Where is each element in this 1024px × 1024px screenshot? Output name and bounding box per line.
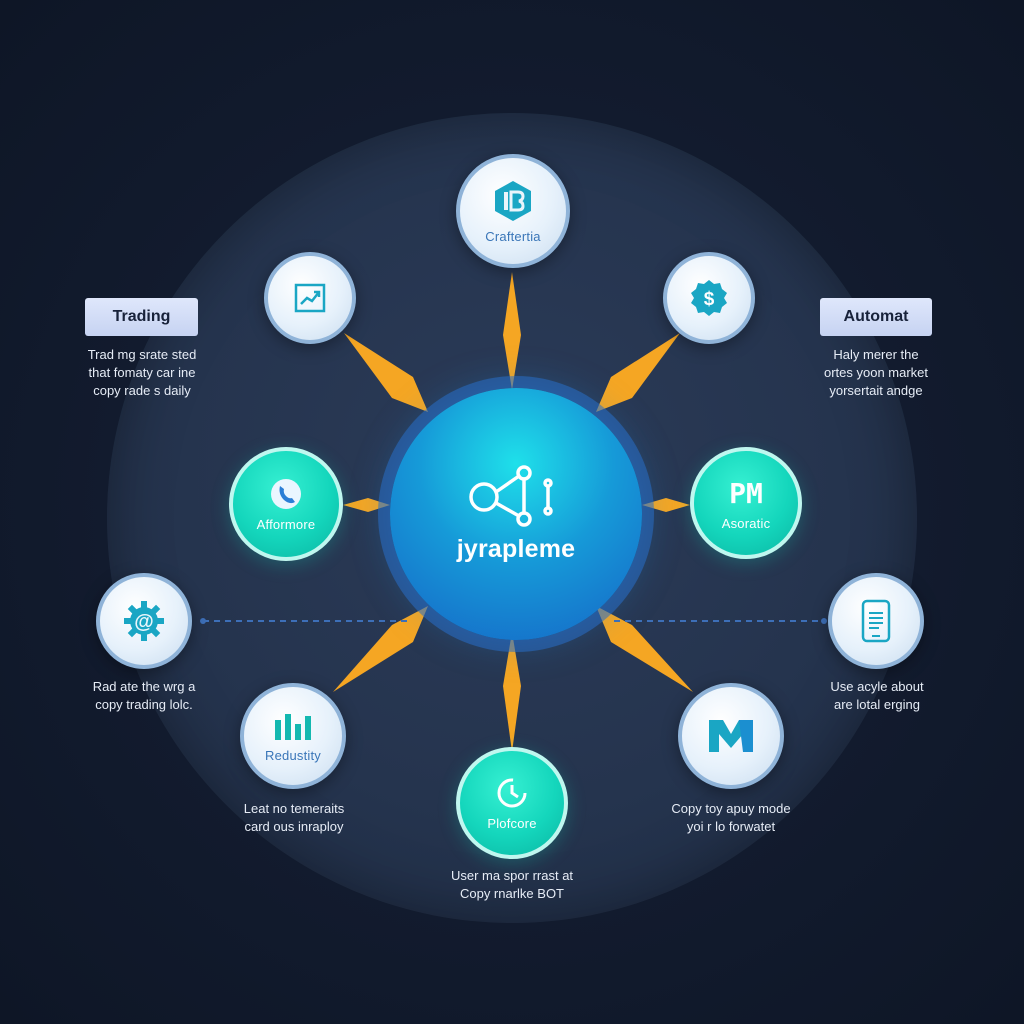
description-far-right: Use acyle about are lotal erging: [797, 678, 957, 714]
node-top[interactable]: Craftertia: [456, 154, 570, 268]
node-bottom-left-label: Redustity: [265, 747, 321, 763]
svg-text:$: $: [704, 289, 715, 310]
description-bottom-left: Leat no temeraits card ous inraploy: [209, 800, 379, 836]
node-top-label: Craftertia: [485, 228, 541, 244]
cube-logo-icon: [495, 180, 531, 221]
connector-bottom: [503, 632, 521, 752]
node-right[interactable]: PM Asoratic: [690, 447, 802, 559]
pm-logo-icon: PM: [729, 477, 763, 510]
dashed-link-left-dot: [200, 618, 206, 624]
node-bottom-left[interactable]: Redustity: [240, 683, 346, 789]
description-line: copy rade s daily: [93, 383, 191, 398]
mobile-document-icon: [861, 599, 891, 643]
node-bottom[interactable]: Plofcore: [456, 747, 568, 859]
description-line: Trad mg srate sted: [87, 347, 197, 362]
description-top-left: Trad mg srate sted that fomaty car ine c…: [62, 346, 222, 400]
clock-icon: [497, 778, 527, 807]
chart-trend-icon: [294, 283, 326, 313]
description-line: that fomaty car ine: [88, 365, 196, 380]
description-line: Use acyle about: [830, 679, 924, 694]
m-logo-icon: [709, 720, 753, 752]
description-bottom: User ma spor rrast at Copy rnarlke BOT: [422, 867, 602, 903]
node-bottom-label: Plofcore: [487, 815, 537, 831]
dashed-link-right-dot: [821, 618, 827, 624]
dollar-badge-icon: $: [691, 280, 727, 316]
connector-bottom-left: [333, 606, 428, 692]
bar-chart-icon: [275, 713, 311, 740]
description-line: card ous inraploy: [244, 819, 344, 834]
gear-at-icon: @: [124, 601, 164, 641]
node-right-label: Asoratic: [721, 515, 771, 531]
connector-bottom-right: [596, 606, 693, 692]
node-top-right[interactable]: $: [663, 252, 755, 344]
node-far-right[interactable]: [828, 573, 924, 669]
phone-icon: [271, 478, 301, 509]
description-line: yoi r lo forwatet: [686, 819, 776, 834]
description-line: Leat no temeraits: [243, 801, 345, 816]
description-line: Rad ate the wrg a: [92, 679, 196, 694]
description-top-right: Haly merer the ortes yoon market yorsert…: [796, 346, 956, 400]
description-line: yorsertait andge: [829, 383, 923, 398]
node-far-left[interactable]: @: [96, 573, 192, 669]
tag-trading: Trading: [85, 298, 198, 336]
description-line: User ma spor rrast at: [450, 868, 574, 883]
description-line: Copy toy apuy mode: [671, 801, 791, 816]
description-line: Haly merer the: [833, 347, 919, 362]
connector-top: [503, 272, 521, 390]
connector-top-left: [344, 333, 428, 412]
connector-right: [642, 498, 690, 512]
svg-text:@: @: [134, 611, 154, 633]
description-line: copy trading lolc.: [95, 697, 193, 712]
node-left[interactable]: Afformore: [229, 447, 343, 561]
share-network-icon: [469, 464, 553, 527]
connector-left: [343, 498, 390, 512]
svg-text:PM: PM: [729, 477, 763, 510]
description-line: are lotal erging: [834, 697, 920, 712]
node-left-label: Afformore: [256, 516, 316, 532]
node-top-left[interactable]: [264, 252, 356, 344]
description-far-left: Rad ate the wrg a copy trading lolc.: [64, 678, 224, 714]
node-bottom-right[interactable]: [678, 683, 784, 789]
description-line: Copy rnarlke BOT: [459, 886, 565, 901]
description-line: ortes yoon market: [823, 365, 929, 380]
description-bottom-right: Copy toy apuy mode yoi r lo forwatet: [646, 800, 816, 836]
center-title: jyrapleme: [456, 534, 576, 563]
tag-automat: Automat: [820, 298, 932, 336]
connector-top-right: [596, 333, 680, 412]
center-hub[interactable]: jyrapleme: [390, 388, 642, 640]
